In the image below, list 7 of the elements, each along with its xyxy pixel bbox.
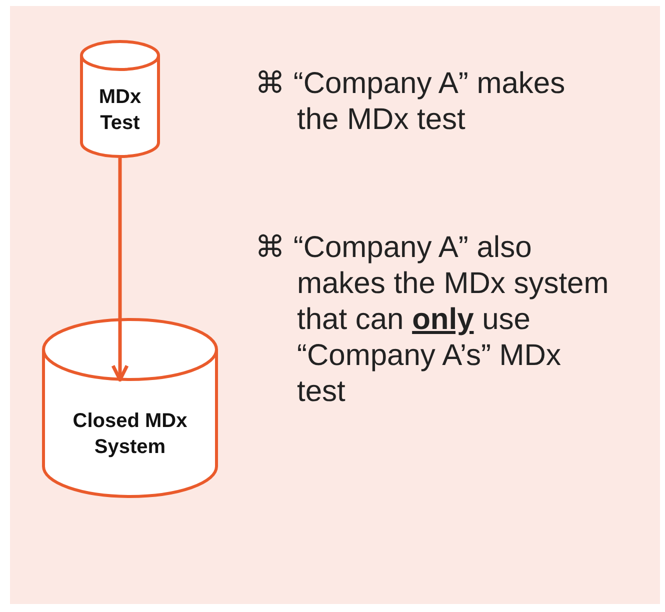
bullet-text: ⌘ “Company A” makes the MDx test [255,66,566,138]
arrow [111,158,129,382]
bullet-text: ⌘ “Company A” also makes the MDx system that can only use “Company A’s” MDx test [255,230,610,410]
database-cylinder [42,318,218,498]
database-cylinder [80,40,160,158]
node-label: Closed MDx System [72,409,188,460]
node-label: MDx Test [98,85,142,136]
